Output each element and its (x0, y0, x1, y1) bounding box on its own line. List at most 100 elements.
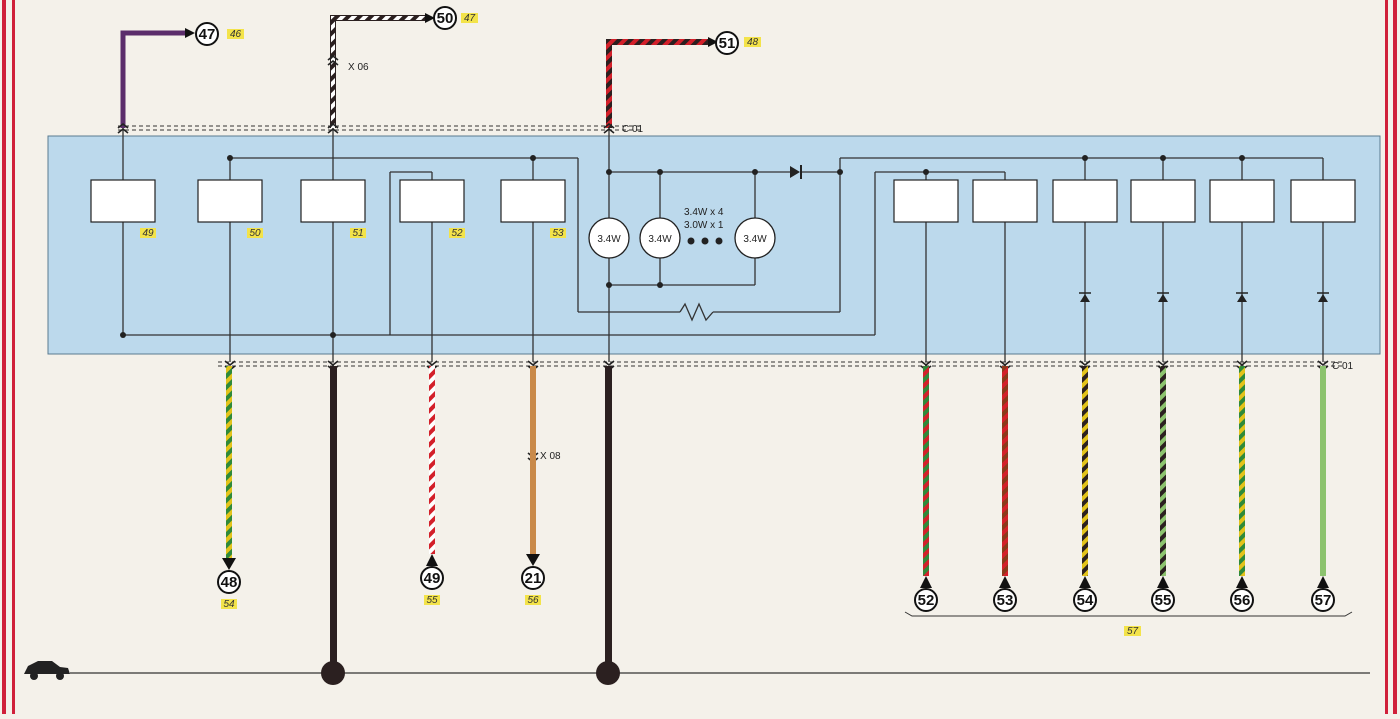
module-ref-label: 53 (552, 228, 564, 239)
terminal-number: 53 (997, 592, 1014, 609)
terminal-ref-label: 54 (223, 599, 235, 610)
terminal-number: 52 (918, 592, 935, 609)
terminal-55: 55 (1151, 576, 1175, 612)
svg-text:47: 47 (199, 26, 216, 43)
module-7 (972, 179, 1038, 223)
chevron-icon (603, 122, 615, 129)
module-3: 51 (300, 179, 366, 239)
chevron-icon (1317, 360, 1329, 367)
module-9 (1130, 179, 1196, 223)
group-ref-label: 57 (1127, 626, 1139, 637)
lamp-2: 3.4W (639, 217, 681, 259)
module-ref-tag (350, 228, 366, 238)
chevron-icon (327, 59, 339, 66)
module-5: 53 (500, 179, 566, 239)
chevron-icon (920, 360, 932, 367)
diode-icons-right (1079, 292, 1329, 302)
chevron-icon (1079, 360, 1091, 367)
module-10 (1209, 179, 1275, 223)
chevron-icon (1157, 360, 1169, 367)
chevron-icon (327, 360, 339, 367)
chevron-icon (117, 122, 129, 129)
left-border-outer (2, 0, 6, 714)
terminal-51: 51 48 (708, 31, 761, 55)
chevron-icon (603, 127, 615, 134)
module-ref-label: 52 (451, 228, 463, 239)
right-border-inner (1385, 0, 1388, 714)
chevron-icon (603, 360, 615, 367)
chevron-icon (527, 360, 539, 367)
module-6 (893, 179, 959, 223)
module-4: 52 (399, 179, 465, 239)
module-ref-tag (247, 228, 263, 238)
module-ref-tag (140, 228, 156, 238)
module-1: 49 (90, 179, 156, 239)
terminal-group-bracket (904, 611, 1353, 617)
svg-text:48: 48 (747, 37, 759, 48)
module-ref-label: 49 (142, 228, 154, 239)
terminal-number: 49 (424, 570, 441, 587)
terminal-47: 47 46 (185, 22, 244, 46)
module-ref-tag (449, 228, 465, 238)
terminal-54: 54 (1073, 576, 1097, 612)
group-ref-tag (1124, 626, 1141, 636)
terminal-57: 57 (1311, 576, 1335, 612)
svg-text:50: 50 (437, 10, 454, 27)
chevron-icon (327, 127, 339, 134)
ellipsis-dots (687, 237, 723, 245)
lamp-group-label-2: 3.0W x 1 (684, 220, 724, 231)
terminal-53: 53 (993, 576, 1017, 612)
chevron-icon (327, 54, 339, 61)
module-group: 49 50 51 52 53 (90, 179, 1356, 239)
terminal-number: 55 (1155, 592, 1172, 609)
right-border-outer (1393, 0, 1397, 714)
ground-point-1 (321, 661, 345, 685)
diode-icon (790, 165, 802, 179)
chevron-icon (327, 122, 339, 129)
harness-label-x06: X 06 (348, 62, 369, 73)
svg-text:46: 46 (230, 29, 242, 40)
module-8 (1052, 179, 1118, 223)
left-border-inner (12, 0, 15, 714)
lamp-3-label: 3.4W (743, 234, 767, 245)
terminal-48: 48 54 (217, 558, 241, 610)
junction-dots (120, 155, 1245, 338)
bottom-terminal-group: 48 54 49 55 21 56 52 53 54 55 56 57 (217, 554, 1335, 612)
wire-red-black-top (606, 39, 708, 128)
terminal-number: 21 (525, 570, 542, 587)
module-ref-tag (550, 228, 566, 238)
instrument-panel (47, 135, 1381, 355)
terminal-number: 48 (221, 574, 238, 591)
terminal-56: 56 (1230, 576, 1254, 612)
module-2: 50 (197, 179, 263, 239)
chevron-icon (426, 360, 438, 367)
chevron-icon (117, 127, 129, 134)
svg-text:47: 47 (464, 13, 476, 24)
terminal-52: 52 (914, 576, 938, 612)
bottom-wires (226, 366, 1326, 664)
chevron-icon (999, 360, 1011, 367)
module-ref-label: 50 (249, 228, 261, 239)
lamp-1-label: 3.4W (597, 234, 621, 245)
ground-point-2 (596, 661, 620, 685)
harness-label-x08: X 08 (540, 451, 561, 462)
terminal-21: 21 56 (521, 554, 545, 606)
terminal-number: 56 (1234, 592, 1251, 609)
terminal-number: 57 (1315, 592, 1332, 609)
wire-purple-top (120, 30, 185, 128)
terminal-number: 54 (1077, 592, 1094, 609)
wire-white-black-top (331, 16, 425, 128)
module-11 (1290, 179, 1356, 223)
module-ref-label: 51 (352, 228, 363, 239)
terminal-ref-label: 55 (426, 595, 438, 606)
lamp-group-label-1: 3.4W x 4 (684, 207, 724, 218)
terminal-ref-label: 56 (527, 595, 539, 606)
connector-label-top: C 01 (622, 124, 644, 135)
terminal-49: 49 55 (420, 554, 444, 606)
car-icon (24, 661, 70, 680)
lamp-3: 3.4W (734, 217, 776, 259)
connector-label-bottom: C 01 (1332, 361, 1354, 372)
